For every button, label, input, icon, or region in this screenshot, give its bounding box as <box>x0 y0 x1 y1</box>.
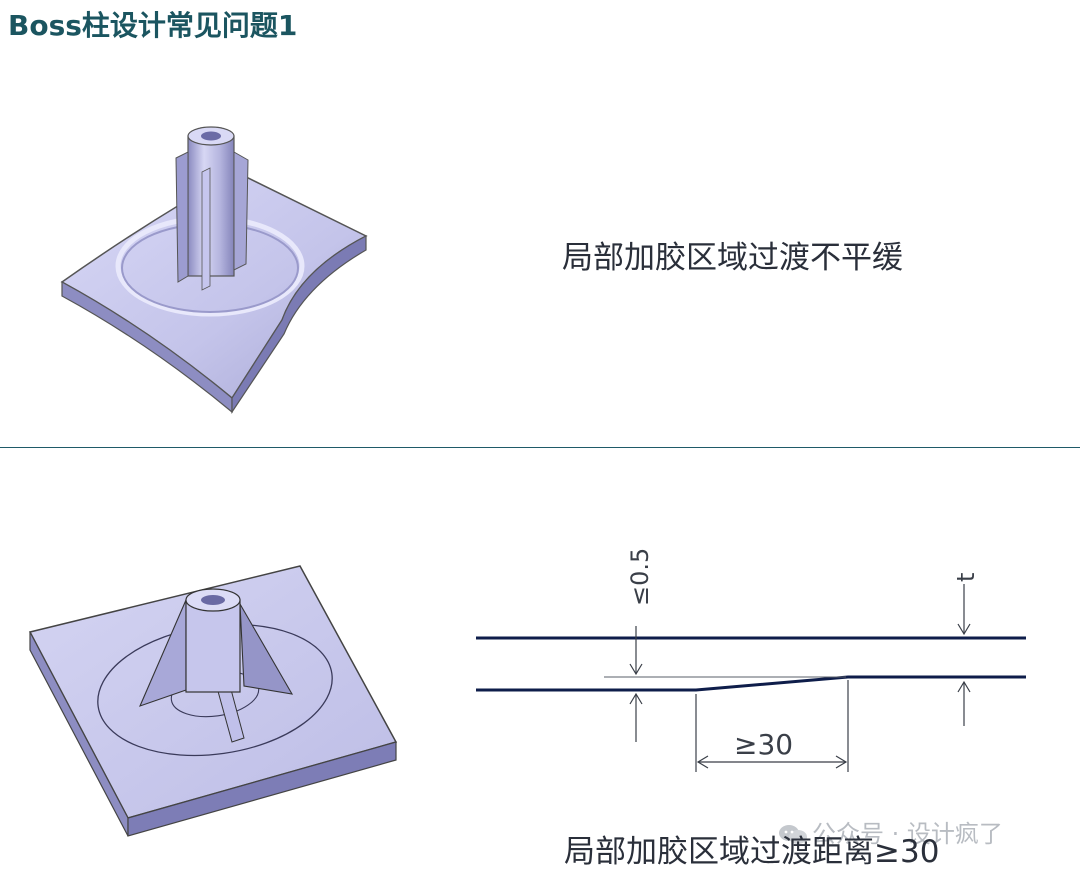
lower-wall-line <box>476 675 1026 692</box>
bottom-boss <box>138 588 294 743</box>
transition-dimension-label: ≥30 <box>734 728 793 761</box>
watermark: 公众号 · 设计疯了 <box>778 814 1003 849</box>
watermark-text: 公众号 · 设计疯了 <box>812 820 1003 848</box>
section-divider <box>0 447 1080 448</box>
thickness-dimension <box>957 584 971 726</box>
top-caption: 局部加胶区域过渡不平缓 <box>562 240 903 276</box>
transition-dimension <box>695 680 849 772</box>
top-boss <box>175 126 249 291</box>
step-dimension-label: ≤0.5 <box>626 548 654 606</box>
thickness-dimension-label: t <box>952 573 980 582</box>
page-title: Boss柱设计常见问题1 <box>8 9 298 42</box>
step-dimension <box>629 626 643 742</box>
wechat-icon <box>779 825 807 844</box>
bottom-caption: 局部加胶区域过渡距离≥30 <box>564 834 940 870</box>
cross-section-drawing: ≤0.5 t ≥30 <box>476 548 1026 772</box>
